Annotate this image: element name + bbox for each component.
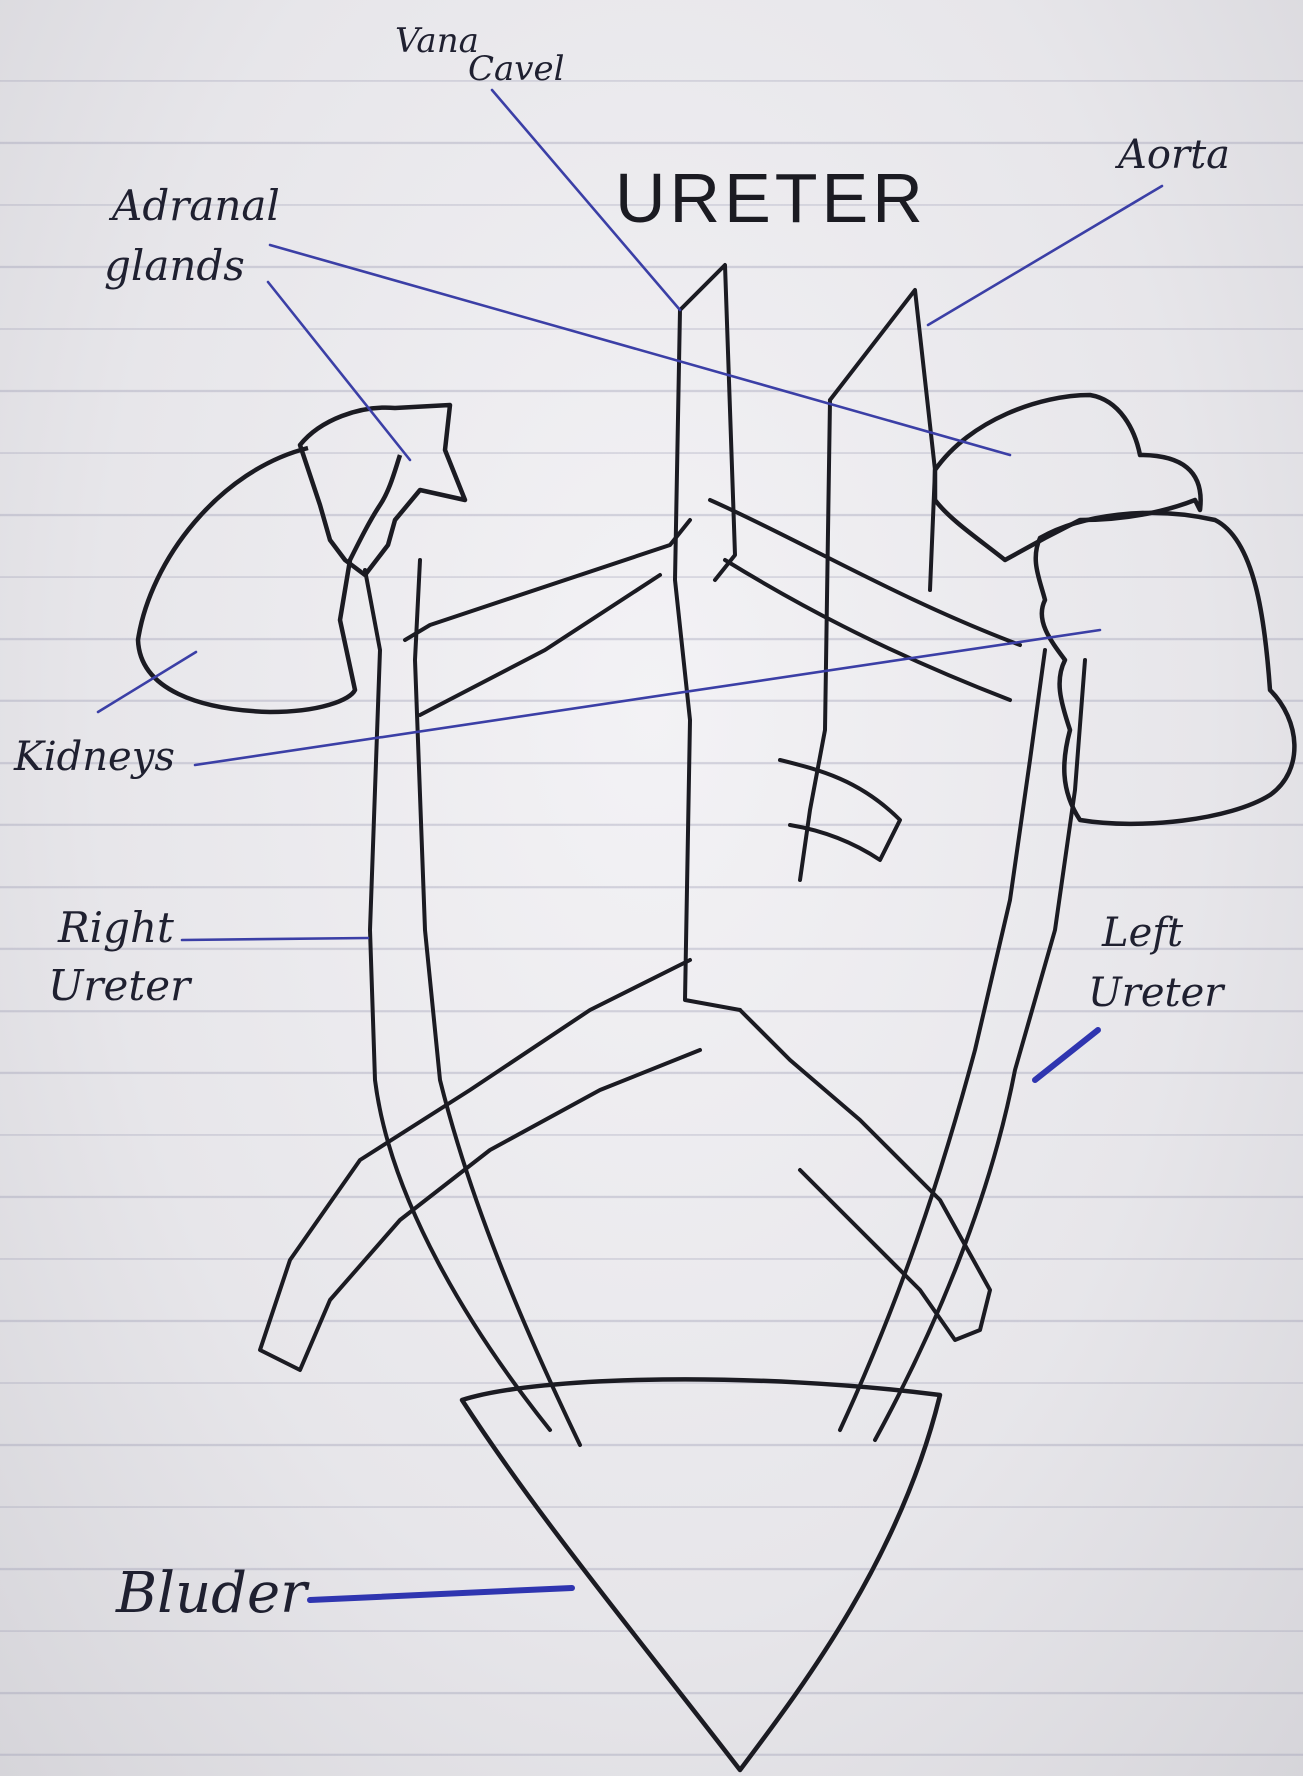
right-renal-artery xyxy=(420,575,660,715)
right-kidney xyxy=(138,448,400,712)
leader-kidney-left xyxy=(195,630,1100,765)
right-iliac-vessel xyxy=(260,960,700,1370)
right-renal-vein xyxy=(405,520,690,640)
label-adrenal-line2: glands xyxy=(104,241,245,290)
label-right-ureter-line1: Right xyxy=(57,903,174,952)
label-right-ureter-line2: Ureter xyxy=(48,961,193,1010)
label-adrenal-line1: Adranal xyxy=(108,181,280,230)
right-ureter xyxy=(365,560,580,1445)
left-adrenal-gland xyxy=(935,395,1201,560)
left-ureter xyxy=(840,650,1085,1440)
label-aorta: Aorta xyxy=(1114,132,1230,178)
leader-aorta xyxy=(928,186,1162,325)
label-vena-cava-line2: Cavel xyxy=(468,49,565,89)
label-bladder: Bluder xyxy=(115,1561,310,1626)
label-left-ureter-line2: Ureter xyxy=(1088,970,1226,1016)
label-left-ureter-line1: Left xyxy=(1101,910,1184,956)
left-renal-artery xyxy=(710,500,1020,645)
leader-adrenal-right xyxy=(268,282,410,460)
label-kidneys: Kidneys xyxy=(13,734,175,780)
right-adrenal-gland xyxy=(300,405,465,575)
leader-bladder xyxy=(310,1588,572,1600)
leader-right-ureter xyxy=(182,938,368,940)
central-artery-branch xyxy=(780,760,900,860)
diagram-title: URETER xyxy=(615,159,927,237)
bladder xyxy=(462,1379,940,1770)
leader-kidney-right xyxy=(98,652,196,712)
label-vena-cava-line1: Vana xyxy=(395,21,479,61)
left-iliac-vessel xyxy=(740,1010,990,1340)
leader-left-ureter xyxy=(1035,1030,1098,1080)
